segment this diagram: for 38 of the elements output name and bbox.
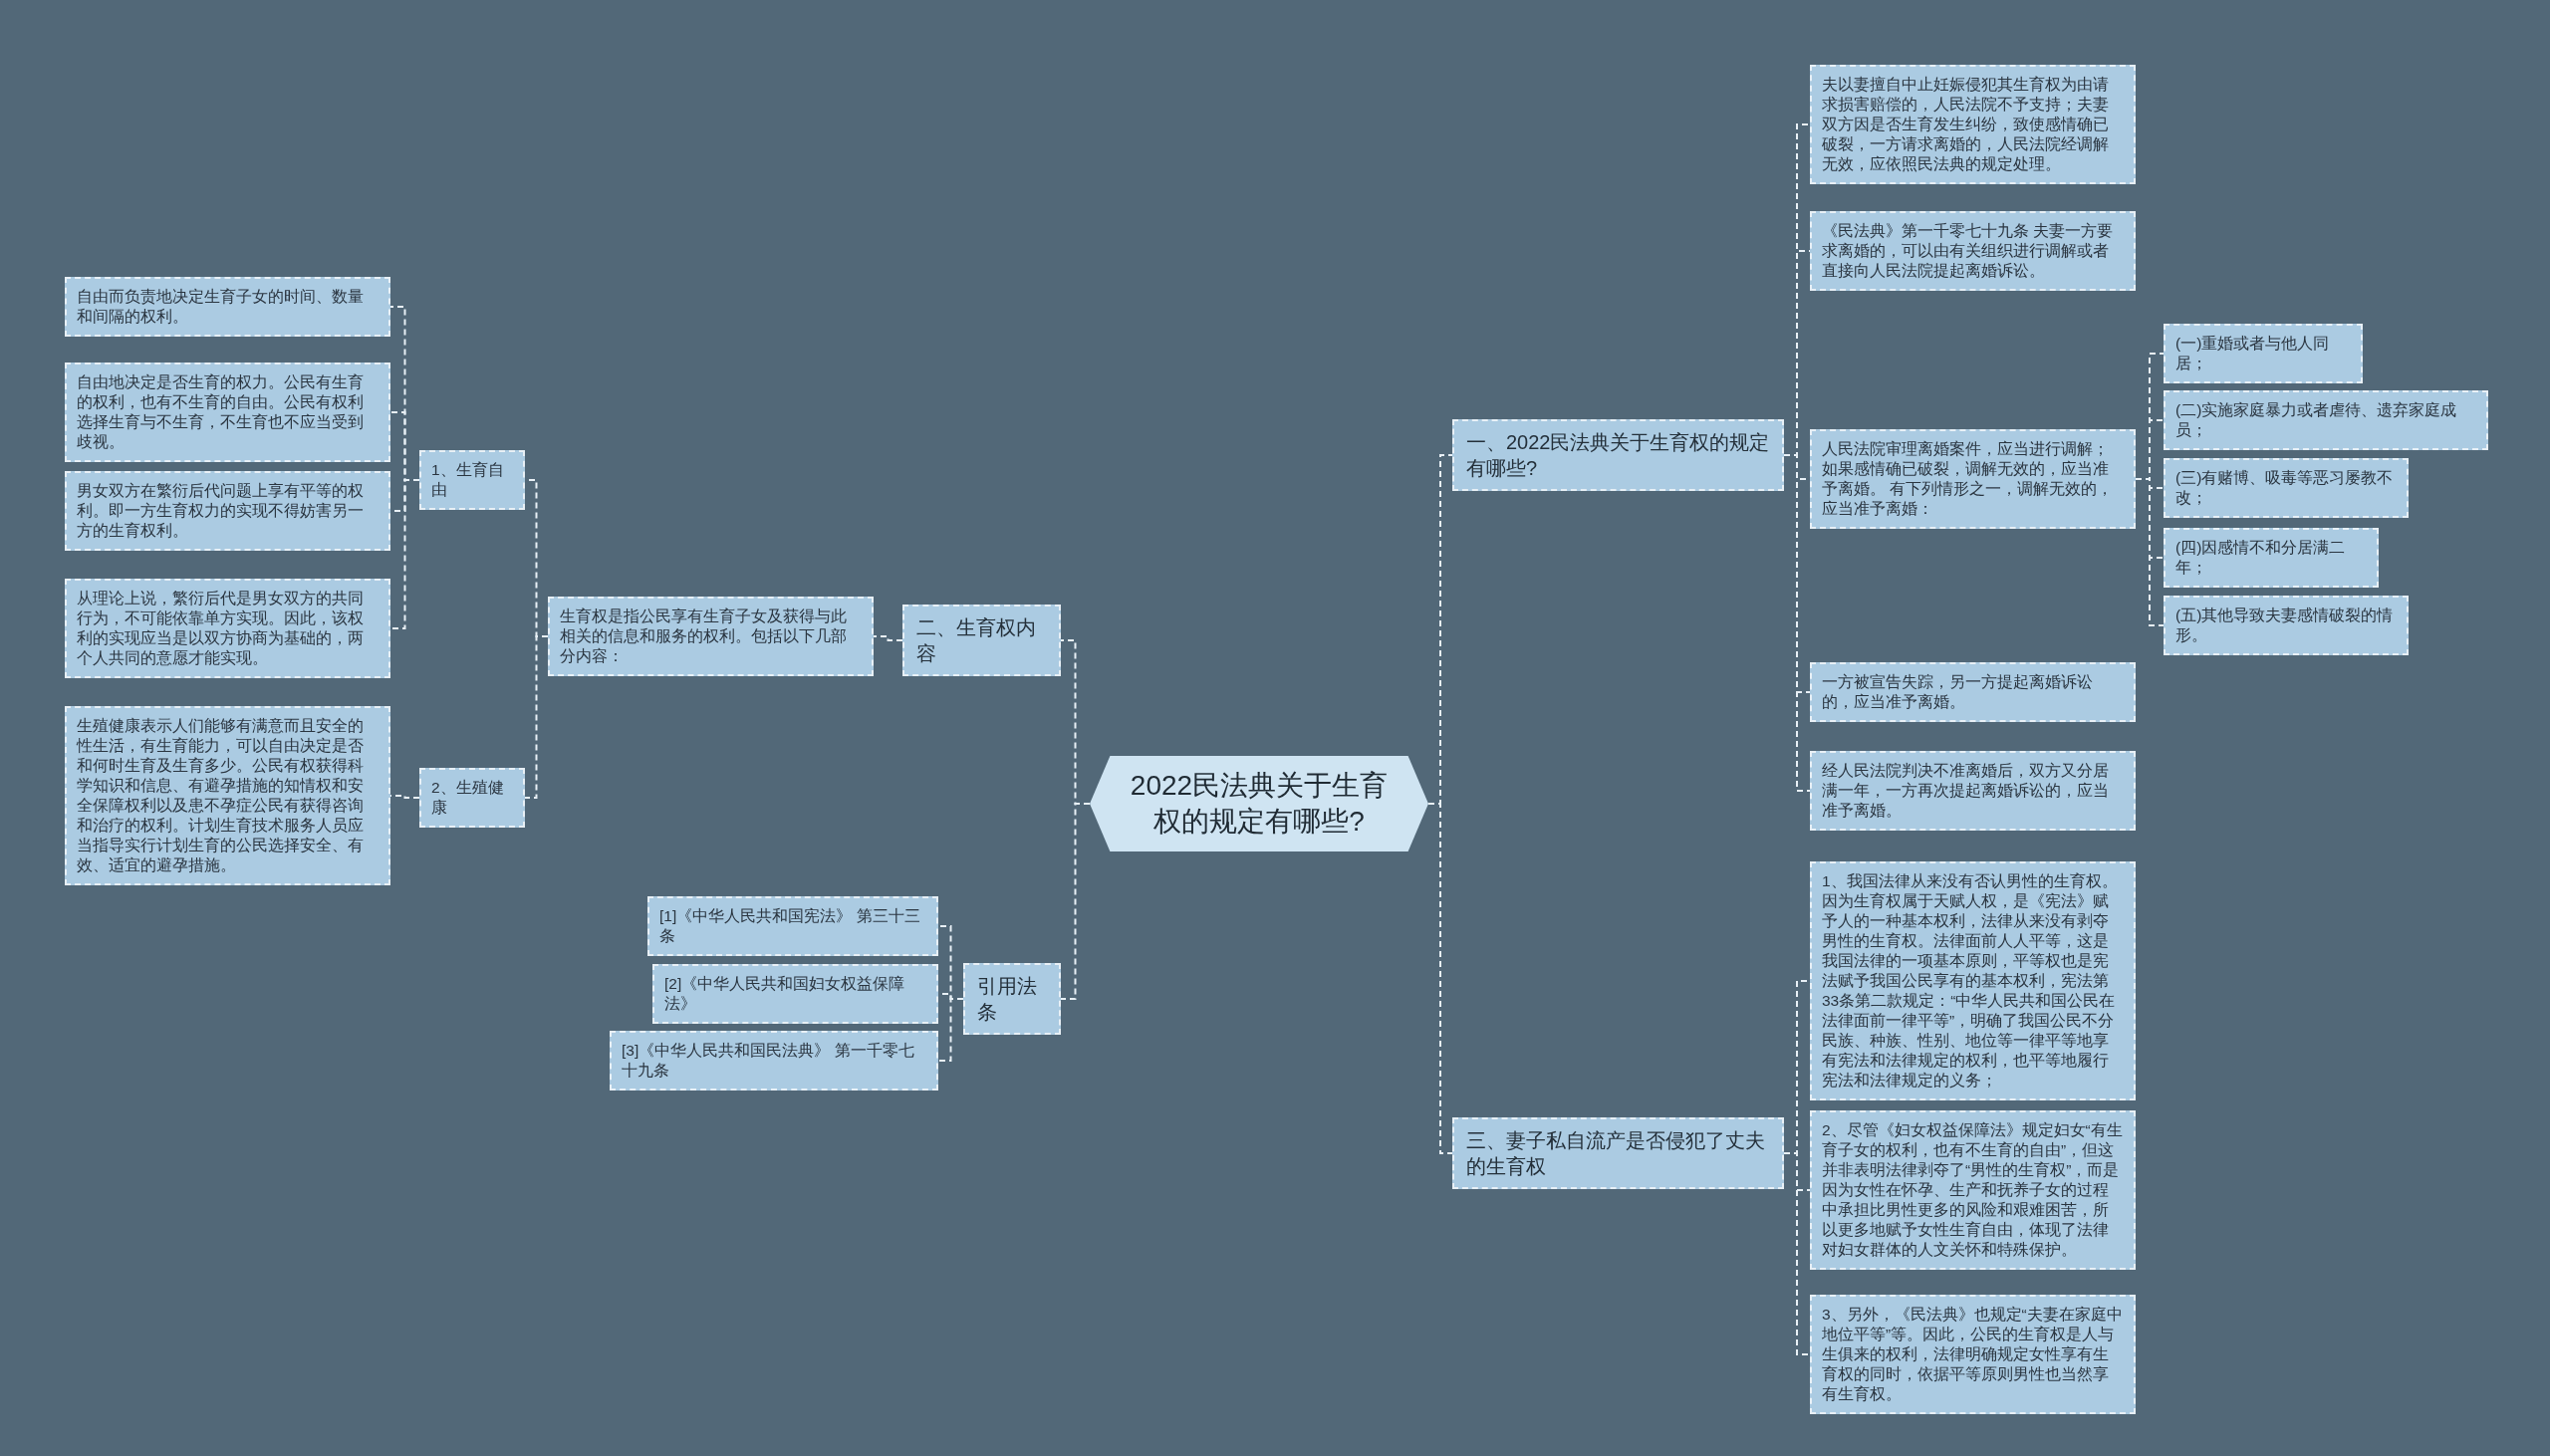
topic-box: 引用法条 bbox=[963, 963, 1061, 1035]
subtopic-box: [1]《中华人民共和国宪法》 第三十三条 bbox=[647, 896, 938, 956]
subtopic-box: 夫以妻擅自中止妊娠侵犯其生育权为由请求损害赔偿的，人民法院不予支持；夫妻双方因是否生育发生纠纷，致使感情确已破裂，一方请求离婚的，人民法院经调解无效，应依照民法典的规定处理。 bbox=[1810, 65, 2136, 184]
subtopic-box: 生育权是指公民享有生育子女及获得与此相关的信息和服务的权利。包括以下几部分内容： bbox=[548, 597, 874, 676]
subtopic-box: 男女双方在繁衍后代问题上享有平等的权利。即一方生育权力的实现不得妨害另一方的生育权利。 bbox=[65, 471, 390, 551]
subtopic-box: (二)实施家庭暴力或者虐待、遗弃家庭成员； bbox=[2164, 390, 2488, 450]
connector-line bbox=[1427, 803, 1453, 1154]
subtopic-box: 1、生育自由 bbox=[419, 450, 525, 510]
connector-line bbox=[937, 998, 964, 1062]
connector-line bbox=[389, 479, 420, 629]
topic-box: 二、生育权内容 bbox=[902, 605, 1061, 676]
subtopic-box: 生殖健康表示人们能够有满意而且安全的性生活，有生育能力，可以自由决定是否和何时生育及生育多少。公民有权获得科学知识和信息、有避孕措施的知情权和安全保障权利以及患不孕症公民有获得咨询和治疗的权利。计划生育技术服务人员应当指导实行计划生育的公民选择安全、有效、适宜的避孕措施。 bbox=[65, 706, 390, 885]
central-topic: 2022民法典关于生育权的规定有哪些? bbox=[1090, 756, 1428, 851]
subtopic-box: (五)其他导致夫妻感情破裂的情形。 bbox=[2164, 596, 2409, 655]
subtopic-box: 自由而负责地决定生育子女的时间、数量和间隔的权利。 bbox=[65, 277, 390, 337]
subtopic-box: 2、尽管《妇女权益保障法》规定妇女“有生育子女的权利，也有不生育的自由”，但这并非表明法律剥夺了“男性的生育权”，而是因为女性在怀孕、生产和抚养子女的过程中承担比男性更多的风险和艰难困苦，所以更多地赋予女性生育自由，体现了法律对妇女群体的人文关怀和特殊保护。 bbox=[1810, 1110, 2136, 1270]
subtopic-box: 一方被宣告失踪，另一方提起离婚诉讼的，应当准予离婚。 bbox=[1810, 662, 2136, 722]
subtopic-box: 3、另外，《民法典》也规定“夫妻在家庭中地位平等”等。因此，公民的生育权是人与生俱来的权利，法律明确规定女性享有生育权的同时，依据平等原则男性也当然享有生育权。 bbox=[1810, 1295, 2136, 1414]
subtopic-box: 人民法院审理离婚案件，应当进行调解；如果感情确已破裂，调解无效的，应当准予离婚。 有下列情形之一，调解无效的，应当准予离婚： bbox=[1810, 429, 2136, 529]
topic-box: 三、妻子私自流产是否侵犯了丈夫的生育权 bbox=[1452, 1117, 1784, 1189]
topic-box: 一、2022民法典关于生育权的规定有哪些? bbox=[1452, 419, 1784, 491]
subtopic-box: [2]《中华人民共和国妇女权益保障法》 bbox=[652, 964, 938, 1024]
connector-line bbox=[1783, 454, 1811, 792]
subtopic-box: 从理论上说，繁衍后代是男女双方的共同行为，不可能依靠单方实现。因此，该权利的实现应当是以双方协商为基础的，两个人共同的意愿才能实现。 bbox=[65, 579, 390, 678]
subtopic-box: [3]《中华人民共和国民法典》 第一千零七十九条 bbox=[610, 1031, 938, 1091]
subtopic-box: 2、生殖健康 bbox=[419, 768, 525, 828]
subtopic-box: (一)重婚或者与他人同居； bbox=[2164, 324, 2363, 383]
subtopic-box: 经人民法院判决不准离婚后，双方又分居满一年，一方再次提起离婚诉讼的，应当准予离婚。 bbox=[1810, 751, 2136, 831]
subtopic-box: 《民法典》第一千零七十九条 夫妻一方要求离婚的，可以由有关组织进行调解或者直接向人民法院提起离婚诉讼。 bbox=[1810, 211, 2136, 291]
connector-line bbox=[1783, 1152, 1811, 1355]
connector-line bbox=[524, 635, 549, 799]
subtopic-box: 自由地决定是否生育的权力。公民有生育的权利，也有不生育的自由。公民有权利选择生育与不生育，不生育也不应当受到歧视。 bbox=[65, 363, 390, 462]
connector-line bbox=[2135, 478, 2165, 626]
connector-line bbox=[873, 635, 903, 641]
subtopic-box: 1、我国法律从来没有否认男性的生育权。因为生育权属于天赋人权，是《宪法》赋予人的一种基本权利，法律从来没有剥夺男性的生育权。法律面前人人平等，这是我国法律的一项基本原则，平等权也是宪法赋予我国公民享有的基本权利，宪法第33条第二款规定：“中华人民共和国公民在法律面前一律平等”，明确了我国公民不分民族、种族、性别、地位等一律平等地享有宪法和法律规定的权利，也平等地履行宪法和法律规定的义务； bbox=[1810, 861, 2136, 1100]
connector-line bbox=[1060, 803, 1091, 1000]
subtopic-box: (三)有赌博、吸毒等恶习屡教不改； bbox=[2164, 458, 2409, 518]
subtopic-box: (四)因感情不和分居满二年； bbox=[2164, 528, 2379, 588]
